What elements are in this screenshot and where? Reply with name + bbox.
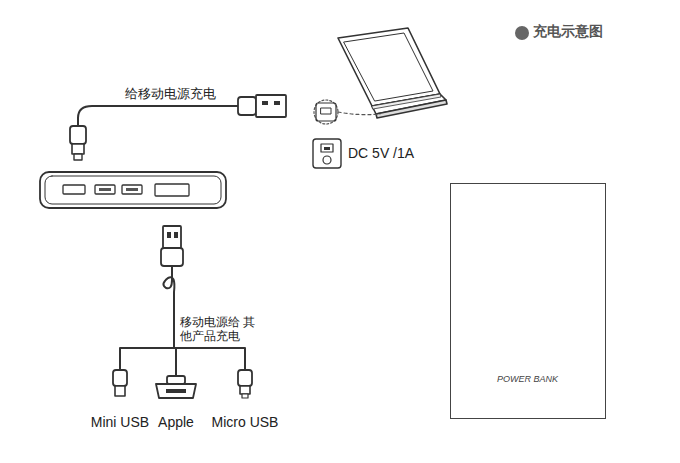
title-dot: [515, 26, 529, 40]
cable-label: 给移动电源充电: [125, 86, 216, 102]
product-label: POWER BANK: [497, 374, 558, 384]
connector-name: Micro USB: [212, 414, 279, 431]
connector-name: Mini USB: [91, 414, 149, 431]
cable-label: 移动电源给 其他产品充电: [180, 315, 256, 344]
input-cable: [70, 95, 286, 160]
dc-port-icon: [313, 139, 341, 168]
power-bank-front: POWER BANK: [450, 183, 606, 419]
connector-name: Apple: [158, 414, 194, 431]
output-cable: [113, 226, 252, 398]
usb-port-icon: [314, 100, 380, 124]
laptop: [338, 28, 447, 118]
power-bank-side: [40, 172, 226, 208]
power-spec: DC 5V /1A: [348, 145, 414, 162]
diagram-title: 充电示意图: [533, 23, 603, 40]
